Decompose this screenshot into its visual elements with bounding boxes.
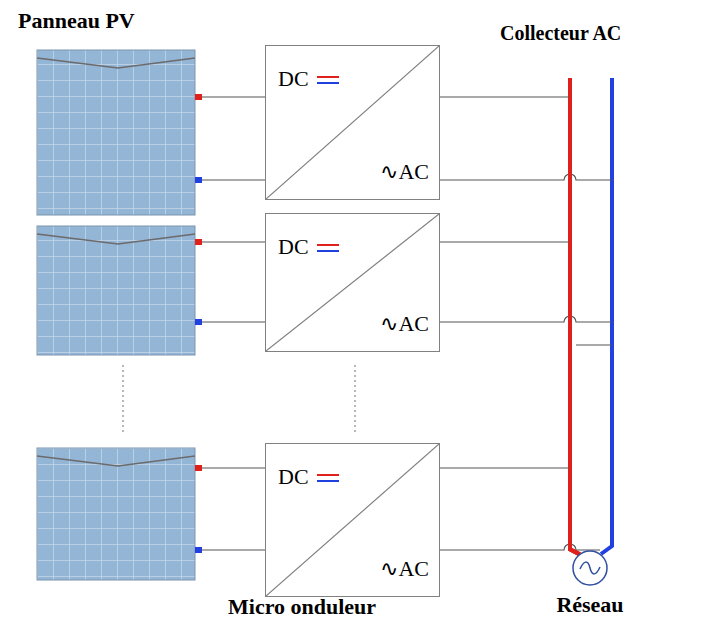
inverter-box: DC ∿AC <box>265 45 440 200</box>
pv-panel <box>37 448 202 580</box>
phase-connector <box>440 242 580 554</box>
red-bus <box>570 242 580 554</box>
ac-label: ∿AC <box>380 311 429 337</box>
output-wire <box>440 241 570 242</box>
output-wire <box>440 467 570 468</box>
section-label: Micro onduleur <box>228 594 376 620</box>
phase-connector <box>440 468 580 554</box>
dc-label: DC <box>278 234 309 260</box>
neutral-wire <box>440 174 612 550</box>
inverter-box: DC ∿AC <box>265 443 440 597</box>
phase-connector <box>440 97 580 554</box>
sine-symbol <box>580 562 600 574</box>
pv-panel <box>37 50 202 215</box>
ac-label: ∿AC <box>380 556 429 582</box>
inverter-box: DC ∿AC <box>265 213 440 352</box>
ac-label: ∿AC <box>380 159 429 185</box>
blue-bus <box>601 78 612 554</box>
dc-label: DC <box>278 464 309 490</box>
red-bus <box>570 97 580 554</box>
dc-label: DC <box>278 66 309 92</box>
red-bus <box>568 78 572 98</box>
section-label: Panneau PV <box>18 8 135 34</box>
section-label: Collecteur AC <box>500 22 621 45</box>
grid-label: Réseau <box>545 592 635 618</box>
ac-source-symbol <box>572 550 608 586</box>
pv-panel <box>37 226 202 355</box>
dc-symbol <box>316 73 340 87</box>
source-circle <box>573 551 607 585</box>
dc-symbol <box>316 471 340 485</box>
continuation-dots <box>123 365 355 435</box>
red-bus <box>570 468 580 554</box>
output-wire <box>440 96 570 97</box>
dc-wire <box>202 97 265 550</box>
dc-symbol <box>316 241 340 255</box>
